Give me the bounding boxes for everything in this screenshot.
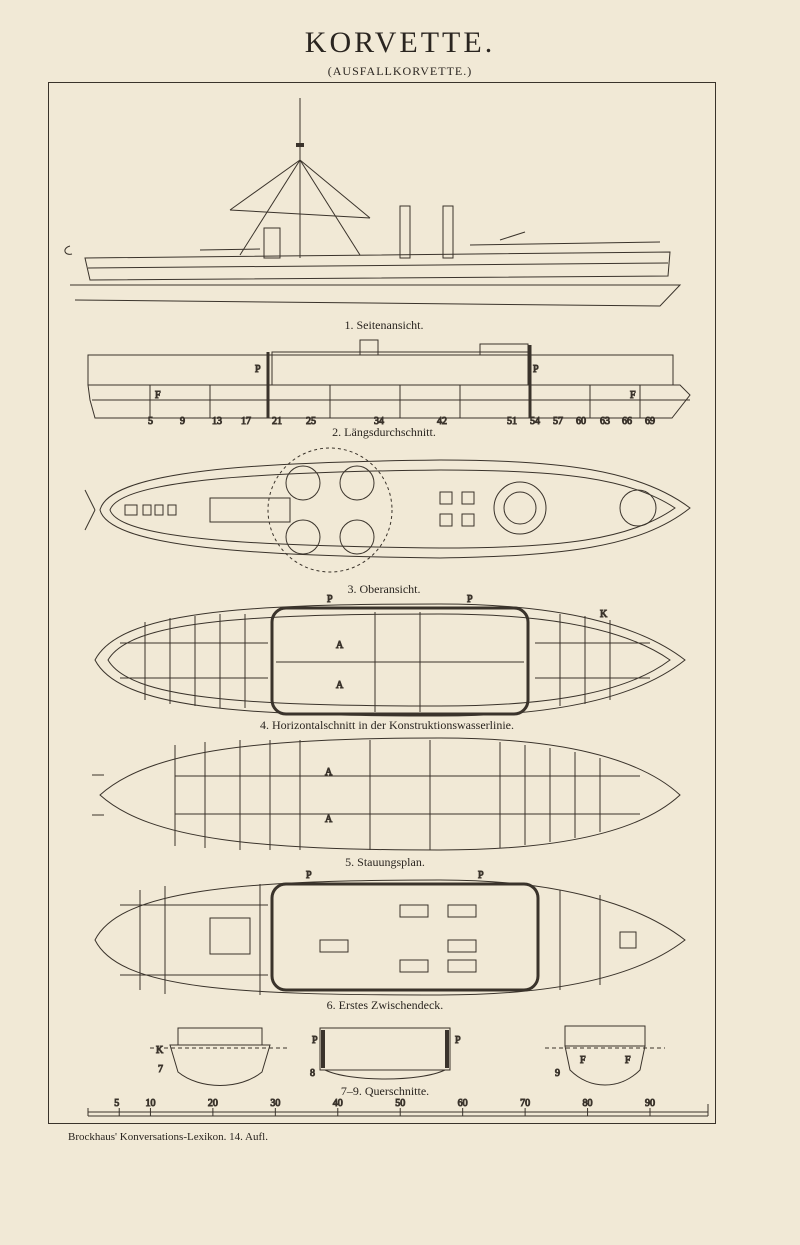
label-k-fig7: K bbox=[156, 1045, 164, 1056]
label-p-fig6a: P bbox=[306, 870, 312, 881]
label-f-fig2b: F bbox=[630, 390, 636, 401]
fig1-side-view bbox=[64, 98, 682, 307]
frame-number: 63 bbox=[600, 416, 610, 427]
frame-number: 69 bbox=[645, 416, 655, 427]
scale-bar bbox=[87, 1104, 709, 1117]
label-a-fig4a: A bbox=[336, 640, 344, 651]
frame-number: 5 bbox=[148, 416, 153, 427]
frame-number: 57 bbox=[553, 416, 563, 427]
frame-number: 17 bbox=[241, 416, 251, 427]
label-p-fig2a: P bbox=[255, 364, 261, 375]
section-number-7: 7 bbox=[158, 1064, 163, 1075]
frame-number: 34 bbox=[374, 416, 384, 427]
scale-tick-label: 10 bbox=[145, 1098, 155, 1109]
label-a-fig5b: A bbox=[325, 814, 333, 825]
label-a-fig5a: A bbox=[325, 767, 333, 778]
scale-tick-label: 70 bbox=[520, 1098, 530, 1109]
page-subtitle: (AUSFALLKORVETTE.) bbox=[327, 64, 473, 78]
frame-numbers: 5 9 13 17 21 25 34 42 51 54 57 60 63 66 69 bbox=[148, 416, 656, 428]
frame-number: 9 bbox=[180, 416, 185, 427]
label-f-fig9a: F bbox=[580, 1055, 586, 1066]
caption-fig4: 4. Horizontalschnitt in der Konstruktion… bbox=[260, 718, 514, 732]
page-title: KORVETTE. bbox=[304, 26, 496, 59]
scale-tick-label: 5 bbox=[114, 1098, 119, 1109]
scale-tick-label: 30 bbox=[270, 1098, 280, 1109]
frame-number: 60 bbox=[576, 416, 586, 427]
frame-number: 54 bbox=[530, 416, 540, 427]
footer-credit: Brockhaus' Konversations-Lexikon. 14. Au… bbox=[68, 1131, 268, 1143]
frame-number: 42 bbox=[437, 416, 447, 427]
caption-fig1: 1. Seitenansicht. bbox=[344, 318, 424, 332]
label-k-fig4: K bbox=[600, 609, 608, 620]
caption-fig6: 6. Erstes Zwischendeck. bbox=[326, 998, 444, 1012]
label-f-fig2a: F bbox=[155, 390, 161, 401]
label-p-fig2b: P bbox=[533, 364, 539, 375]
frame-number: 51 bbox=[507, 416, 517, 427]
fig2-longitudinal-section bbox=[87, 339, 691, 419]
label-a-fig4b: A bbox=[336, 680, 344, 691]
scale-tick-label: 40 bbox=[333, 1098, 343, 1109]
label-p-fig8a: P bbox=[312, 1035, 318, 1046]
caption-fig3: 3. Oberansicht. bbox=[347, 582, 421, 596]
label-p-fig6b: P bbox=[478, 870, 484, 881]
section-number-9: 9 bbox=[555, 1068, 560, 1079]
fig4-horizontal-section bbox=[94, 603, 686, 717]
label-f-fig9b: F bbox=[625, 1055, 631, 1066]
frame-number: 21 bbox=[272, 416, 282, 427]
label-p-fig4a: P bbox=[327, 594, 333, 605]
frame-number: 66 bbox=[622, 416, 632, 427]
scale-tick-label: 80 bbox=[583, 1098, 593, 1109]
scale-tick-label: 90 bbox=[645, 1098, 655, 1109]
caption-fig5: 5. Stauungsplan. bbox=[345, 855, 425, 869]
caption-fig7-9: 7–9. Querschnitte. bbox=[340, 1084, 430, 1098]
plate-frame bbox=[48, 82, 716, 1124]
section-number-8: 8 bbox=[310, 1068, 315, 1079]
fig6-between-deck bbox=[94, 879, 686, 996]
scale-tick-label: 50 bbox=[395, 1098, 405, 1109]
label-p-fig4b: P bbox=[467, 594, 473, 605]
scale-ticks: 5 10 20 30 40 50 60 70 80 90 bbox=[114, 1098, 656, 1116]
fig3-top-view bbox=[84, 447, 691, 573]
caption-fig2: 2. Längsdurchschnitt. bbox=[332, 425, 436, 439]
scale-tick-label: 60 bbox=[458, 1098, 468, 1109]
frame-number: 13 bbox=[212, 416, 222, 427]
scale-tick-label: 20 bbox=[208, 1098, 218, 1109]
fig5-stowage-plan bbox=[92, 737, 681, 851]
label-p-fig8b: P bbox=[455, 1035, 461, 1046]
frame-number: 25 bbox=[306, 416, 316, 427]
fig7-9-cross-sections bbox=[150, 1025, 665, 1086]
